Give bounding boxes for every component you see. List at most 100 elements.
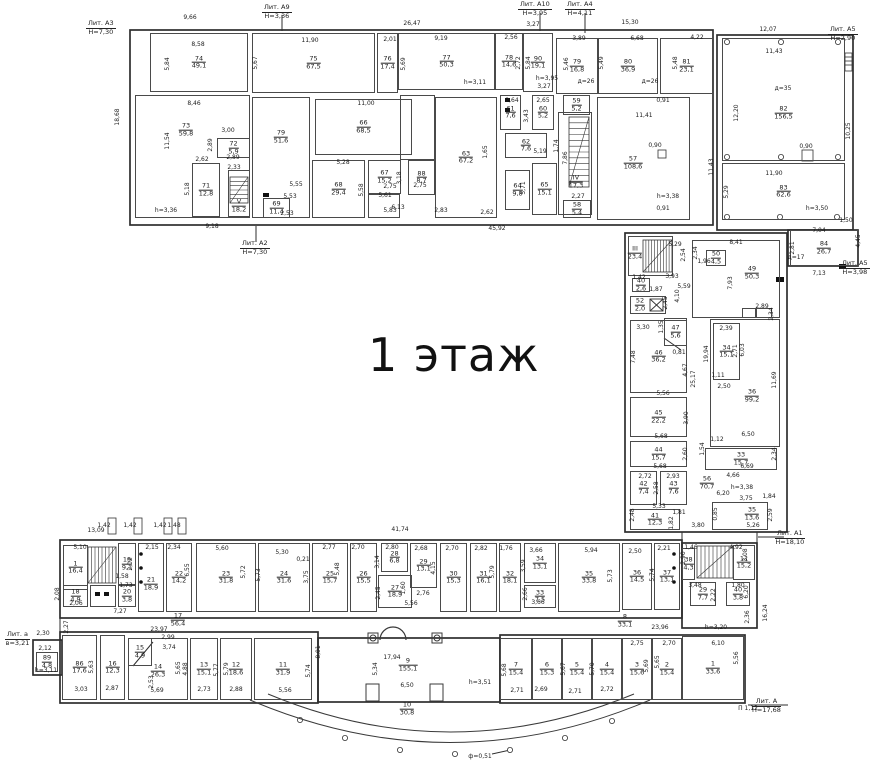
room-outline	[630, 441, 687, 467]
dimension-label: 2,22	[710, 588, 717, 602]
dimension-label: 2,15	[145, 544, 159, 551]
room-outline	[263, 198, 290, 218]
dimension-label: 7,27	[113, 608, 127, 615]
room-outline	[398, 33, 495, 90]
dimension-label: 1,42	[632, 274, 646, 281]
room-outline	[400, 95, 435, 160]
room-outline	[532, 638, 562, 700]
room-outline	[622, 638, 652, 700]
dimension-label: 2,12	[38, 645, 52, 652]
dimension-label: д=26	[641, 78, 659, 85]
room-outline	[500, 95, 521, 130]
dimension-label: 3,00	[221, 127, 235, 134]
dimension-label: 2,71	[568, 688, 582, 695]
dimension-label: 4,88	[182, 662, 189, 676]
dimension-label: 6,50	[400, 682, 414, 689]
dimension-label: ф=0,51	[468, 753, 492, 760]
radiator-icon	[163, 517, 173, 535]
room-outline	[118, 543, 136, 585]
room-outline	[630, 320, 687, 393]
dimension-label: 2,34	[692, 246, 699, 260]
room-outline	[692, 240, 780, 318]
room-outline	[523, 33, 553, 92]
room-outline	[100, 635, 125, 700]
dimension-label: 6,20	[743, 585, 750, 599]
dimension-label: 6,10	[711, 640, 725, 647]
room-outline	[228, 170, 250, 217]
radiator-icon	[107, 517, 117, 535]
room-outline	[118, 585, 136, 607]
dimension-label: 5,56	[656, 390, 670, 397]
dimension-label: 11,54	[164, 132, 171, 150]
room-outline	[660, 471, 687, 505]
dimension-label: 7,13	[812, 270, 826, 277]
dimension-label: 3,90	[683, 411, 690, 425]
dimension-label: 5,28	[336, 159, 350, 166]
dimension-label: 11,00	[357, 100, 375, 107]
dimension-label: 2,30	[36, 630, 50, 637]
radiator-icon	[133, 517, 143, 535]
dimension-label: h=3,36	[154, 207, 178, 214]
dimension-label: 5,84	[164, 57, 171, 71]
dimension-label: 2,34	[167, 544, 181, 551]
dimension-label: 2,89	[226, 154, 240, 161]
dimension-label: 2,53	[280, 210, 294, 217]
dimension-label: h=3,50	[805, 205, 829, 212]
dimension-label: 3,80	[691, 522, 705, 529]
dimension-label: 3,03	[74, 686, 88, 693]
column-square-icon	[801, 149, 814, 162]
portico-pier-left-base	[369, 634, 377, 642]
dimension-label: 2,66	[522, 587, 529, 601]
dimension-label: д=26	[577, 78, 595, 85]
radiator-icon	[177, 517, 187, 535]
room-outline	[254, 638, 312, 700]
dimension-label: 2,34	[771, 447, 778, 461]
dimension-label: 2,08	[54, 587, 61, 601]
dimension-label: h=3,11	[34, 667, 58, 674]
dimension-label: 1,58	[115, 573, 129, 580]
dimension-label: 1,74	[553, 139, 560, 153]
dimension-label: 2,54	[680, 248, 687, 262]
room-outline	[36, 652, 58, 672]
inner-step-arc	[267, 693, 635, 733]
dimension-label: 2,33	[227, 164, 241, 171]
dimension-label: 5,83	[383, 207, 397, 214]
dimension-label: 1,35	[658, 320, 665, 334]
column-circle-icon	[778, 153, 785, 160]
room-outline	[128, 638, 188, 700]
portico-pier-right-base	[433, 634, 441, 642]
dimension-label: 5,73	[255, 568, 262, 582]
room-outline	[440, 543, 467, 612]
dimension-label: 2,75	[630, 640, 644, 647]
dimension-label: 26,47	[403, 20, 421, 27]
dimension-label: 1,42	[97, 522, 111, 529]
dimension-label: 2,36	[744, 610, 751, 624]
dimension-label: 5,56	[733, 651, 740, 665]
dimension-label: 6,03	[739, 343, 746, 357]
